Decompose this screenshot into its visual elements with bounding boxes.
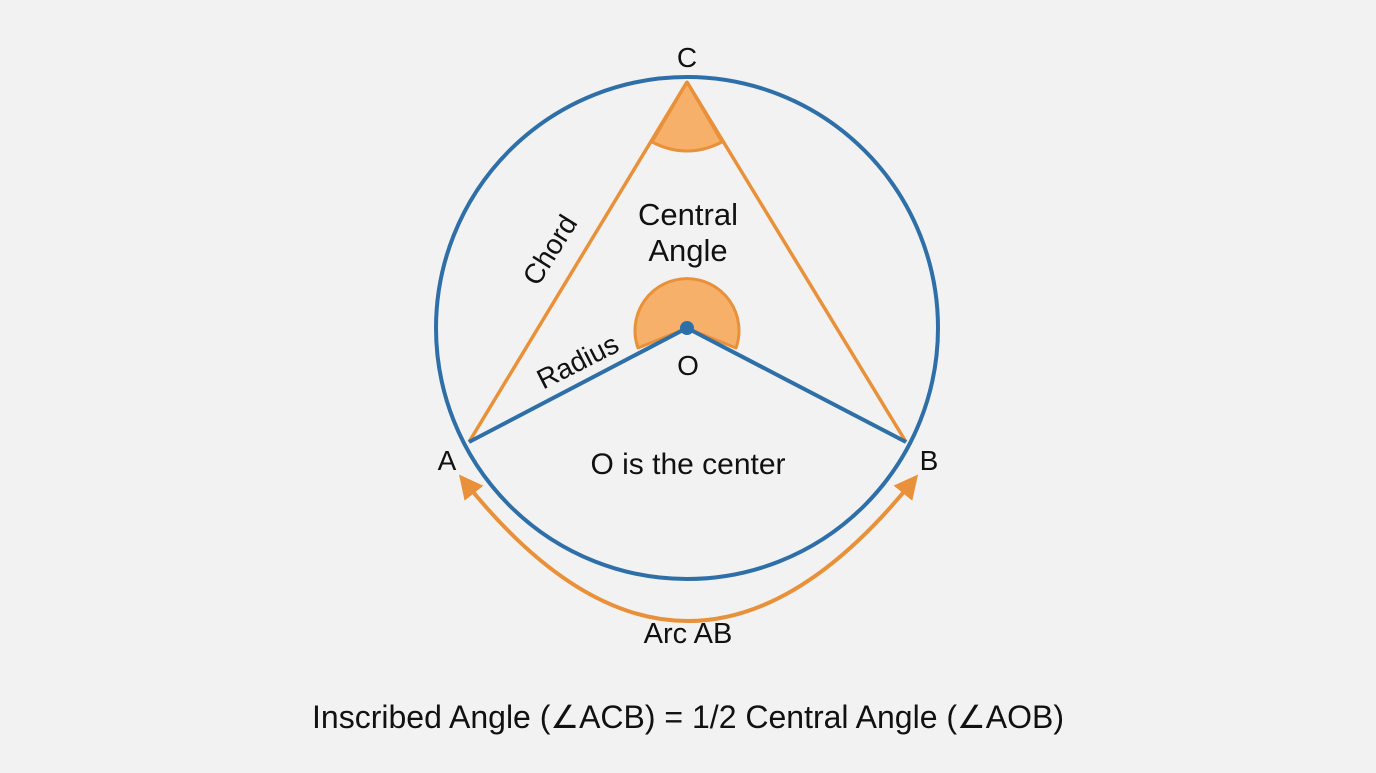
formula-caption: Inscribed Angle (∠ACB) = 1/2 Central Ang… bbox=[312, 699, 1064, 735]
chord-label: Chord bbox=[517, 209, 584, 290]
central-angle-label-line1: Central bbox=[638, 197, 738, 232]
center-note: O is the center bbox=[590, 448, 785, 481]
point-label-o: O bbox=[677, 350, 699, 381]
point-label-a: A bbox=[438, 445, 457, 476]
central-angle-label-line2: Angle bbox=[648, 233, 727, 268]
chord-ca bbox=[467, 81, 689, 443]
chord-cb bbox=[685, 81, 908, 443]
circle bbox=[434, 75, 940, 581]
center-dot bbox=[680, 321, 694, 335]
point-label-b: B bbox=[920, 445, 939, 476]
radius-ob bbox=[686, 326, 907, 444]
inscribed-angle-wedge bbox=[650, 80, 724, 153]
point-label-c: C bbox=[677, 42, 697, 73]
arc-ab-arrow bbox=[459, 474, 919, 623]
central-angle-marker bbox=[633, 277, 741, 350]
radius-oa bbox=[468, 326, 688, 444]
arc-label: Arc AB bbox=[644, 618, 733, 650]
